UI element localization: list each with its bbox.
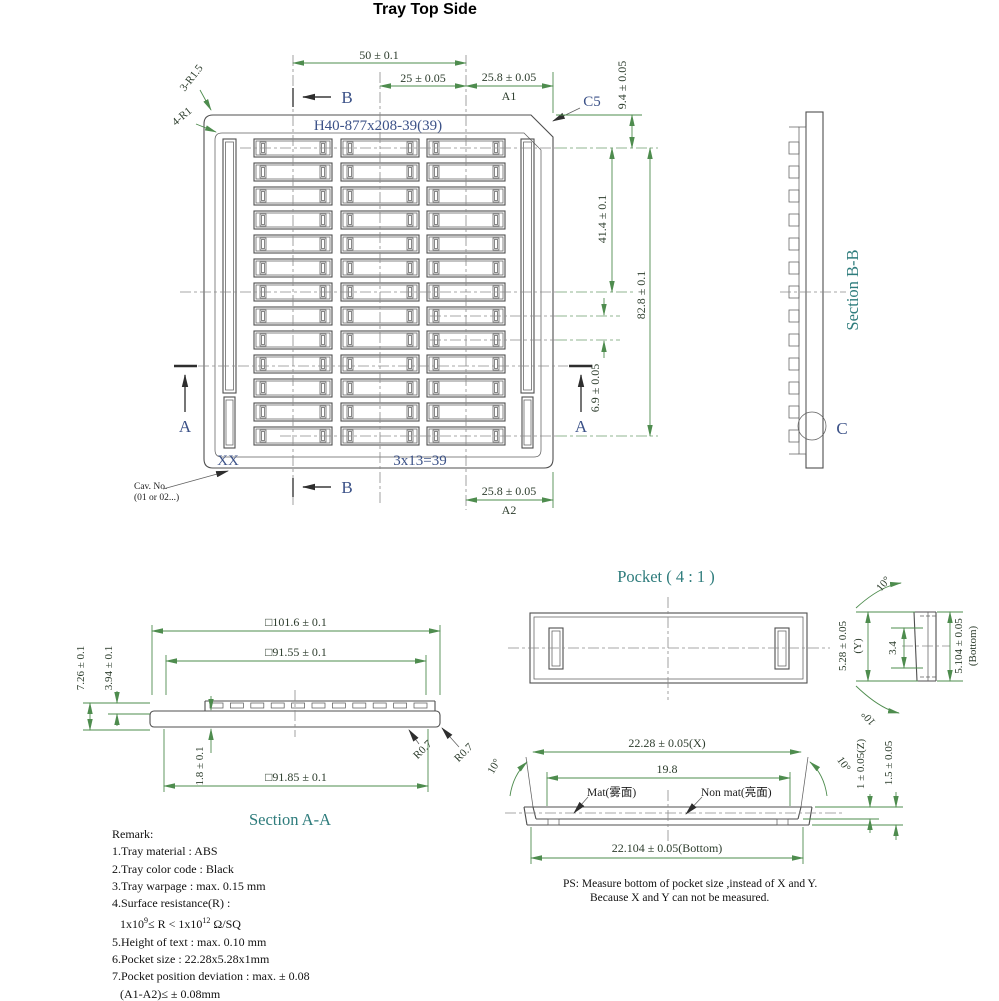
dim-19_8: 19.8 xyxy=(657,762,678,776)
dim-4r1: 4-R1 xyxy=(170,105,195,128)
cavity-corner-mark: XX xyxy=(217,453,239,469)
dim-82_8: 82.8 ± 0.1 xyxy=(634,271,648,320)
remark-line: 1.Tray material : ABS xyxy=(112,844,218,859)
page-title: Tray Top Side xyxy=(373,1,477,18)
dim-3r15: 3-R1.5 xyxy=(178,62,206,94)
dim-3_94: 3.94 ± 0.1 xyxy=(103,646,115,691)
part-number: H40-877x208-39(39) xyxy=(314,118,442,134)
dim-41_4: 41.4 ± 0.1 xyxy=(595,195,609,244)
tray-outer-outline xyxy=(203,114,554,469)
tray-top-view: H40-877x208-39(39) XX 3x13=39 xyxy=(180,55,568,510)
section-aa-title: Section A-A xyxy=(249,810,331,829)
dim-10deg-right: 10° xyxy=(834,755,853,775)
dim-91_85: □91.85 ± 0.1 xyxy=(265,770,327,784)
remark-resistance-line: 1x109≤ R < 1x1012 Ω/SQ xyxy=(120,916,241,932)
dim-7_26: 7.26 ± 0.1 xyxy=(75,646,87,691)
section-aa-pocket-bumps xyxy=(209,702,428,709)
dim-c5: C5 xyxy=(583,94,601,110)
dim-3_4: 3.4 xyxy=(887,641,899,655)
remark-block: Remark: 1.Tray material : ABS 2.Tray col… xyxy=(112,826,422,1001)
remark-line: 3.Tray warpage : max. 0.15 mm xyxy=(112,878,266,893)
dim-22_28: 22.28 ± 0.05(X) xyxy=(628,736,705,750)
section-bb-view: C Section B-B xyxy=(780,111,862,469)
section-bb-notches xyxy=(788,141,800,443)
dim-1z: 1 ± 0.05(Z) xyxy=(855,739,867,790)
tray-inner-outline xyxy=(214,132,542,458)
dim-1_5: 1.5 ± 0.05 xyxy=(883,740,895,785)
dim-91_55: □91.55 ± 0.1 xyxy=(265,645,327,659)
non-mat-label: Non mat(亮面) xyxy=(701,785,772,799)
mat-label: Mat(雾面) xyxy=(587,786,636,799)
ps-note-line-2: Because X and Y can not be measured. xyxy=(590,891,770,904)
dim-y-tag: (Y) xyxy=(852,638,864,654)
dim-10deg-side-bottom: 10° xyxy=(859,708,878,728)
detail-c-label: C xyxy=(836,419,847,438)
cut-label-a-left: A xyxy=(179,417,192,436)
cut-label-b-bottom: B xyxy=(341,478,352,497)
tray-top-dimensions: 50 ± 0.1 25 ± 0.05 25.8 ± 0.05 A1 B 3-R1… xyxy=(170,48,601,133)
dim-a2: A2 xyxy=(502,503,517,517)
dim-10deg-side-top: 10° xyxy=(874,574,893,594)
dim-a1: A1 xyxy=(502,89,517,103)
dim-9_4: 9.4 ± 0.05 xyxy=(615,61,629,110)
ps-note: PS: Measure bottom of pocket size ,inste… xyxy=(563,878,983,905)
dim-50: 50 ± 0.1 xyxy=(359,48,399,62)
dim-5_28: 5.28 ± 0.05 xyxy=(837,620,849,671)
section-a-cut-marks: A A xyxy=(174,364,592,436)
section-bb-title: Section B-B xyxy=(843,249,862,330)
cav-no-label-2: (01 or 02...) xyxy=(134,492,179,503)
remark-line: 6.Pocket size : 22.28x5.28x1mm xyxy=(112,952,270,967)
dim-r07-a: R0.7 xyxy=(411,738,435,762)
pocket-detail-title: Pocket ( 4 : 1 ) xyxy=(617,567,715,586)
dim-6_9: 6.9 ± 0.05 xyxy=(588,364,602,413)
detail-c-circle xyxy=(797,411,827,441)
tray-right-dimensions: 9.4 ± 0.05 41.4 ± 0.1 82.8 ± 0.1 6.9 ± 0… xyxy=(556,61,658,437)
dim-bottom-tag: (Bottom) xyxy=(967,626,979,667)
dim-22_104: 22.104 ± 0.05(Bottom) xyxy=(612,841,723,855)
dim-1_8: 1.8 ± 0.1 xyxy=(194,746,206,785)
pocket-side-section: 5.28 ± 0.05 (Y) 3.4 5.104 ± 0.05 (Bottom… xyxy=(837,574,979,727)
pocket-count-label: 3x13=39 xyxy=(393,453,446,469)
cut-label-b-top: B xyxy=(341,88,352,107)
dim-10deg-left: 10° xyxy=(485,757,503,776)
cut-label-a-right: A xyxy=(575,417,588,436)
pocket-detail-view: Pocket ( 4 : 1 ) xyxy=(508,567,830,700)
section-aa-view: □101.6 ± 0.1 □91.55 ± 0.1 □91.85 ± 0.1 1… xyxy=(75,615,476,829)
pocket-length-section: 22.28 ± 0.05(X) 19.8 22.104 ± 0.05(Botto… xyxy=(485,736,903,864)
remark-line: 2.Tray color code : Black xyxy=(112,861,234,876)
tray-bottom-dimensions: B 25.8 ± 0.05 A2 Cav. No. (01 or 02...) xyxy=(134,470,554,517)
dim-25_8-top: 25.8 ± 0.05 xyxy=(482,70,537,84)
dim-101_6: □101.6 ± 0.1 xyxy=(265,615,327,629)
remark-line: 4.Surface resistance(R) : xyxy=(112,896,231,911)
dim-r07-b: R0.7 xyxy=(452,741,476,765)
remark-heading: Remark: xyxy=(112,827,154,841)
dim-5_104: 5.104 ± 0.05 xyxy=(953,618,965,674)
dim-25_8-bottom: 25.8 ± 0.05 xyxy=(482,484,537,498)
remark-line: 5.Height of text : max. 0.10 mm xyxy=(112,934,267,949)
ps-note-line-1: PS: Measure bottom of pocket size ,inste… xyxy=(563,878,818,890)
remark-line: (A1-A2)≤ ± 0.08mm xyxy=(120,986,221,1001)
remark-line: 7.Pocket position deviation : max. ± 0.0… xyxy=(112,969,310,984)
dim-25: 25 ± 0.05 xyxy=(400,71,446,85)
tray-side-rails xyxy=(222,138,535,449)
cav-no-label-1: Cav. No. xyxy=(134,482,167,492)
